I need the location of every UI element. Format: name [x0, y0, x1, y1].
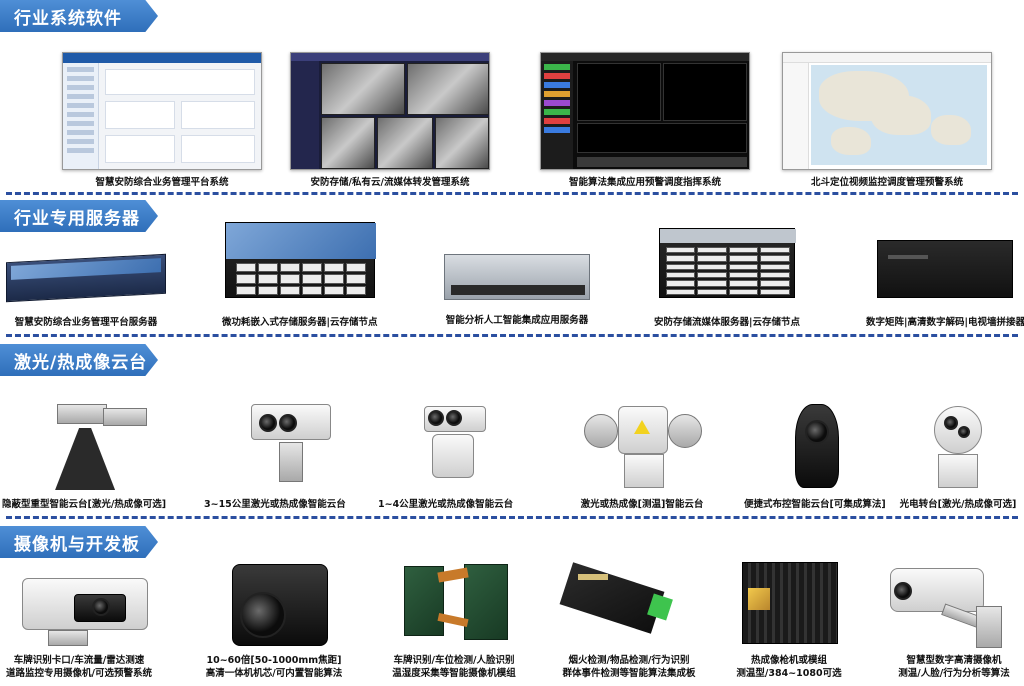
- matrix-device-image: [877, 240, 1014, 298]
- server-1u-image: [6, 253, 166, 303]
- hd-camera-image: [884, 562, 1024, 650]
- camera-item-4[interactable]: 烟火检测/物品检测/行为识别 群体事件检测等智能算法集成板: [554, 556, 704, 680]
- camera-caption-line1: 智慧型数字高清摄像机: [906, 655, 1002, 666]
- ptz-caption: 激光或热成像[测温]智能云台: [580, 499, 704, 510]
- camera-caption-line2: 高清一体机机芯/可内置智能算法: [205, 668, 343, 679]
- camera-caption-line2: 群体事件检测等智能算法集成板: [562, 668, 696, 679]
- zoom-module-image: [204, 556, 344, 650]
- beidou-map-screenshot: [782, 52, 992, 170]
- camera-caption-line1: 车牌识别/车位检测/人脸识别: [393, 655, 515, 666]
- server-caption: 微功耗嵌入式存储服务器|云存储节点: [222, 317, 378, 328]
- server-caption: 智能分析人工智能集成应用服务器: [445, 315, 589, 326]
- software-item-3[interactable]: 智能算法集成应用预警调度指挥系统: [540, 52, 750, 189]
- section-divider: [6, 516, 1018, 519]
- camera-item-2[interactable]: 10~60倍[50-1000mm焦距] 高清一体机机芯/可内置智能算法: [204, 556, 344, 680]
- server-item-4[interactable]: 安防存储流媒体服务器|云存储节点: [654, 228, 800, 329]
- server-caption: 数字矩阵|高清数字解码|电视墙拼接器: [866, 317, 1024, 328]
- server-caption: 智慧安防综合业务管理平台服务器: [14, 317, 158, 328]
- ptz-caption: 1~4公里激光或热成像智能云台: [378, 499, 514, 510]
- thermal-ptz-image: [572, 400, 712, 492]
- ptz-item-1[interactable]: 隐蔽型重型智能云台[激光/热成像可选]: [2, 400, 166, 511]
- section-header-cameras: 摄像机与开发板: [0, 526, 158, 558]
- section-header-ptz: 激光/热成像云台: [0, 344, 158, 376]
- server-item-2[interactable]: 微功耗嵌入式存储服务器|云存储节点: [222, 222, 377, 329]
- camera-caption-line2: 测温型/384~1080可选: [736, 668, 842, 679]
- camera-module-board-image: [384, 556, 524, 650]
- camera-caption-line1: 热成像枪机或模组: [750, 655, 827, 666]
- analysis-server-image: [444, 254, 590, 300]
- section-header-software: 行业系统软件: [0, 0, 158, 32]
- section-header-servers: 行业专用服务器: [0, 200, 158, 232]
- server-item-5[interactable]: 数字矩阵|高清数字解码|电视墙拼接器: [866, 240, 1024, 329]
- software-caption: 智慧安防综合业务管理平台系统: [95, 177, 229, 188]
- camera-item-6[interactable]: 智慧型数字高清摄像机 测温/人脸/行为分析等算法: [884, 562, 1024, 680]
- mid-range-ptz-image: [386, 400, 506, 492]
- long-range-ptz-image: [215, 400, 335, 492]
- server-caption: 安防存储流媒体服务器|云存储节点: [654, 317, 800, 328]
- software-item-1[interactable]: 智慧安防综合业务管理平台系统: [62, 52, 262, 189]
- storage-server-image: [224, 222, 376, 298]
- camera-item-1[interactable]: 车牌识别卡口/车流量/雷达测速 道路监控专用摄像机/可选预警系统: [4, 572, 154, 680]
- section-divider: [6, 334, 1018, 337]
- ptz-caption: 隐蔽型重型智能云台[激光/热成像可选]: [2, 499, 167, 510]
- algorithm-board-image: [554, 556, 704, 650]
- section-divider: [6, 192, 1018, 195]
- server-item-1[interactable]: 智慧安防综合业务管理平台服务器: [6, 253, 166, 329]
- heavy-ptz-image: [19, 400, 149, 492]
- camera-item-3[interactable]: 车牌识别/车位检测/人脸识别 温湿度采集等智能摄像机模组: [384, 556, 524, 680]
- ptz-item-6[interactable]: 光电转台[激光/热成像可选]: [898, 400, 1018, 511]
- camera-caption-line2: 道路监控专用摄像机/可选预警系统: [6, 668, 152, 679]
- camera-caption-line2: 测温/人脸/行为分析等算法: [898, 668, 1010, 679]
- portable-ptz-image: [747, 400, 883, 492]
- camera-caption-line1: 车牌识别卡口/车流量/雷达测速: [13, 655, 145, 666]
- software-caption: 北斗定位视频监控调度管理预警系统: [810, 177, 963, 188]
- server-item-3[interactable]: 智能分析人工智能集成应用服务器: [444, 254, 590, 327]
- plate-camera-image: [4, 572, 154, 650]
- ptz-caption: 便捷式布控智能云台[可集成算法]: [744, 499, 886, 510]
- camera-caption-line1: 10~60倍[50-1000mm焦距]: [206, 655, 342, 666]
- camera-caption-line2: 温湿度采集等智能摄像机模组: [392, 668, 516, 679]
- thermal-module-image: [724, 556, 854, 650]
- camera-item-5[interactable]: 热成像枪机或模组 测温型/384~1080可选: [724, 556, 854, 680]
- ptz-caption: 3~15公里激光或热成像智能云台: [204, 499, 346, 510]
- optoelectronic-turret-image: [898, 400, 1018, 492]
- ptz-item-4[interactable]: 激光或热成像[测温]智能云台: [572, 400, 712, 511]
- software-item-2[interactable]: 安防存储/私有云/流媒体转发管理系统: [290, 52, 490, 189]
- software-caption: 智能算法集成应用预警调度指挥系统: [568, 177, 721, 188]
- ptz-item-3[interactable]: 1~4公里激光或热成像智能云台: [378, 400, 513, 511]
- ptz-caption: 光电转台[激光/热成像可选]: [899, 499, 1017, 510]
- camera-caption-line1: 烟火检测/物品检测/行为识别: [568, 655, 690, 666]
- software-caption: 安防存储/私有云/流媒体转发管理系统: [310, 177, 470, 188]
- stream-server-image: [658, 228, 796, 298]
- ptz-item-5[interactable]: 便捷式布控智能云台[可集成算法]: [744, 400, 886, 511]
- platform-screenshot: [62, 52, 262, 170]
- dispatch-screenshot: [540, 52, 750, 170]
- ptz-item-2[interactable]: 3~15公里激光或热成像智能云台: [204, 400, 346, 511]
- storage-screenshot: [290, 52, 490, 170]
- software-item-4[interactable]: 北斗定位视频监控调度管理预警系统: [782, 52, 992, 189]
